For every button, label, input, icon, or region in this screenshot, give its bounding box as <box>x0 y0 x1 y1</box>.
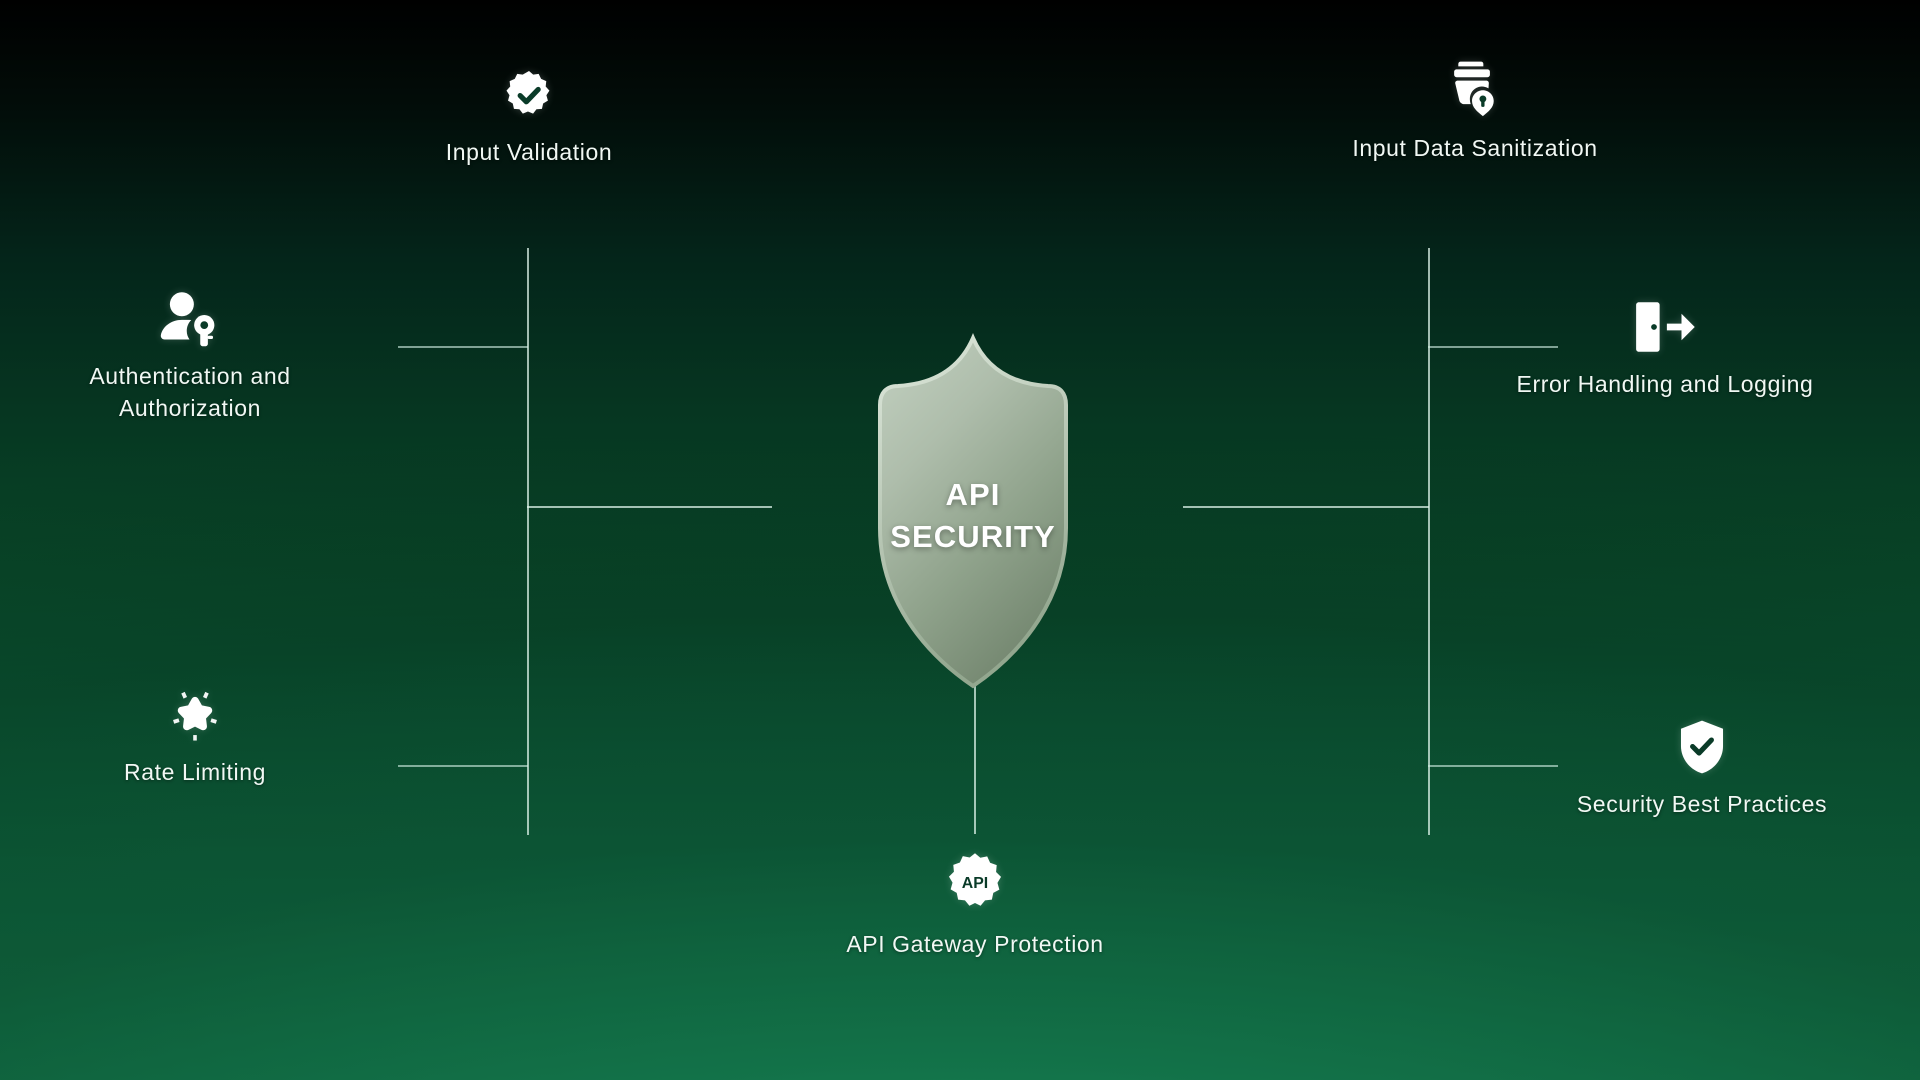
connector-right-vertical <box>1428 248 1430 835</box>
node-label: Input Data Sanitization <box>1352 135 1598 161</box>
node-label: Error Handling and Logging <box>1516 371 1814 397</box>
connector-left-vertical <box>527 248 529 835</box>
connector-left-to-shield <box>527 506 772 508</box>
node-api-gateway-protection[interactable]: API API Gateway Protection <box>790 850 1160 961</box>
node-label: Input Validation <box>445 139 613 165</box>
node-input-data-sanitization[interactable]: Input Data Sanitization <box>1305 58 1645 165</box>
center-shield[interactable]: API SECURITY <box>828 332 1118 692</box>
sparkle-star-icon <box>164 682 226 744</box>
user-key-icon <box>157 288 223 348</box>
connector-left-rate-stub <box>398 765 528 767</box>
svg-text:API: API <box>962 875 988 892</box>
verified-check-badge-icon <box>501 68 557 124</box>
node-error-handling-logging[interactable]: Error Handling and Logging <box>1455 298 1875 401</box>
connector-right-error-stub <box>1428 346 1558 348</box>
connector-right-to-shield <box>1183 506 1429 508</box>
connector-bottom-vertical <box>974 684 976 834</box>
node-label: Security Best Practices <box>1576 791 1828 817</box>
exit-door-arrow-icon <box>1630 298 1700 356</box>
node-label: API Gateway Protection <box>846 931 1104 957</box>
node-label: Rate Limiting <box>123 759 267 785</box>
node-input-validation[interactable]: Input Validation <box>404 68 654 169</box>
gear-api-icon: API <box>942 850 1008 916</box>
connector-right-best-stub <box>1428 765 1558 767</box>
shield-check-icon <box>1676 718 1728 776</box>
connector-left-auth-stub <box>398 346 528 348</box>
node-authentication-authorization[interactable]: Authentication and Authorization <box>35 288 345 424</box>
node-label: Authentication and Authorization <box>89 363 291 421</box>
node-security-best-practices[interactable]: Security Best Practices <box>1528 718 1876 821</box>
folder-lock-icon <box>1446 58 1504 120</box>
node-rate-limiting[interactable]: Rate Limiting <box>70 682 320 789</box>
